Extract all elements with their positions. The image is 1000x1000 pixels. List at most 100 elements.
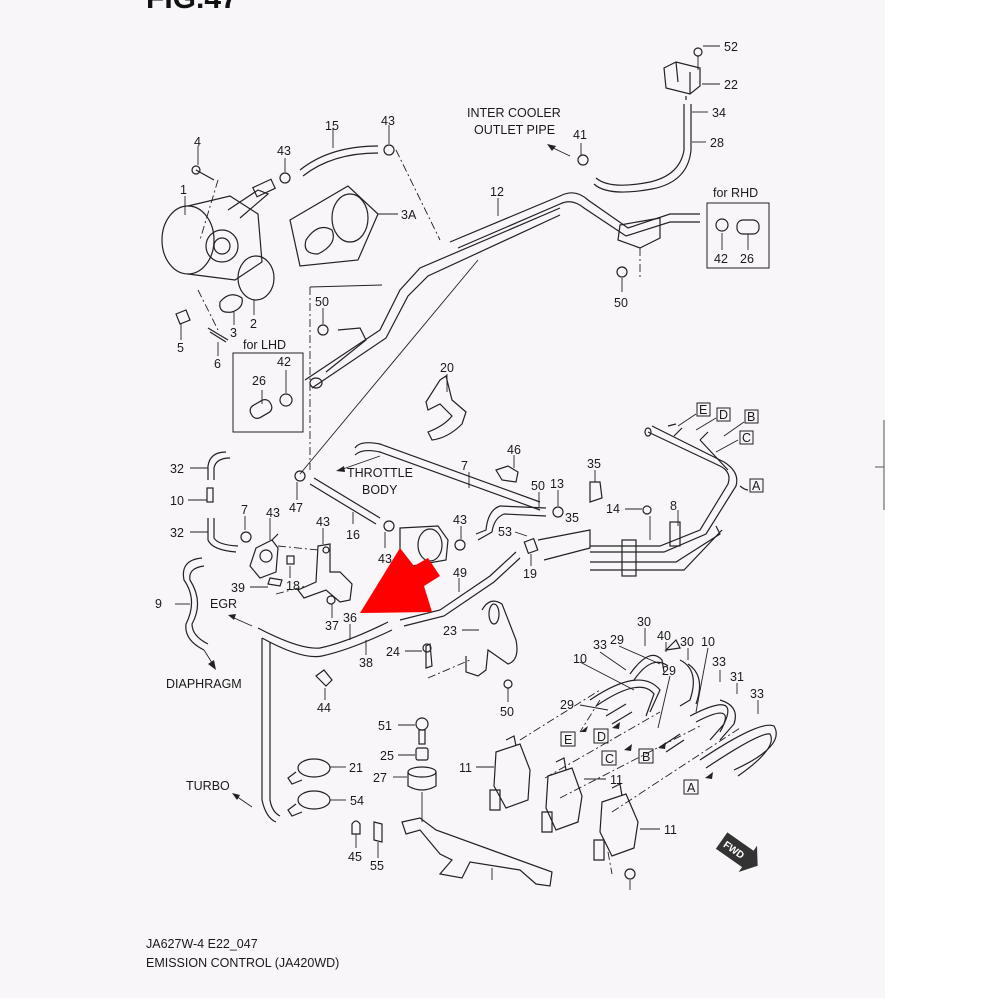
callout-33-mid: 33 xyxy=(712,655,726,669)
hose-39 xyxy=(309,483,377,525)
clamp-42-rhd xyxy=(715,218,729,232)
bolt-50-top xyxy=(616,266,628,278)
callout-26-rhd: 26 xyxy=(740,252,754,266)
callout-3A: 3A xyxy=(401,208,417,222)
callout-53: 39 xyxy=(231,581,245,595)
note-throttle-body: BODY xyxy=(362,483,398,497)
callout-43-16: 13 xyxy=(550,477,564,491)
clip-55 xyxy=(373,821,383,843)
tag-bottom-A: A xyxy=(687,781,696,795)
callout-30-upper: 30 xyxy=(637,615,651,629)
nut-5 xyxy=(175,309,191,325)
note-outlet-pipe: OUTLET PIPE xyxy=(474,123,555,137)
clamp-21 xyxy=(287,758,331,785)
callout-6: 6 xyxy=(214,357,221,371)
hose-38 xyxy=(257,621,389,649)
grommet-27 xyxy=(407,766,437,791)
callout-5: 5 xyxy=(177,341,184,355)
clamp-43-16 xyxy=(552,506,564,518)
hose-19 xyxy=(182,557,205,651)
callout-44: 44 xyxy=(317,701,331,715)
callout-50-bracket: 50 xyxy=(500,705,514,719)
for-lhd-box xyxy=(232,352,304,433)
callout-25: 25 xyxy=(380,749,394,763)
nut-49 xyxy=(326,595,336,605)
callout-37: 7 xyxy=(461,459,468,473)
for-rhd-box xyxy=(706,202,770,269)
callout-1: 1 xyxy=(180,183,187,197)
callout-47: 46 xyxy=(507,443,521,457)
connector-10-left xyxy=(206,487,214,503)
clamp-41 xyxy=(577,154,589,166)
bolt-50-bracket xyxy=(503,679,513,689)
bracket-18 xyxy=(297,543,353,603)
clip-46 xyxy=(589,481,603,503)
bracket-17 xyxy=(401,817,553,887)
vacuum-pipe-12-left xyxy=(304,207,561,381)
note-inter-cooler: INTER COOLER xyxy=(467,106,561,120)
note-for-rhd: for RHD xyxy=(713,186,758,200)
callout-51: 51 xyxy=(378,719,392,733)
gasket-3A-ring xyxy=(331,193,369,243)
stud-6 xyxy=(207,327,229,341)
clamp-43-pump xyxy=(279,172,291,184)
bolt-4 xyxy=(195,169,215,181)
collar-25 xyxy=(415,747,429,761)
callout-20: 20 xyxy=(440,361,454,375)
callout-10-mid: 10 xyxy=(573,652,587,666)
tag-top-E: E xyxy=(699,403,707,417)
callout-32-upper: 32 xyxy=(170,462,184,476)
callout-10-right: 10 xyxy=(701,635,715,649)
callout-33-upper: 33 xyxy=(593,638,607,652)
vacuum-pipe-12-left-edge xyxy=(311,214,561,389)
callout-33-lower: 33 xyxy=(750,687,764,701)
callout-35-lower: 19 xyxy=(523,567,537,581)
bolt-50-left xyxy=(317,324,329,336)
callout-49: 37 xyxy=(325,619,339,633)
pipe-bracket xyxy=(617,217,661,249)
callout-52: 52 xyxy=(724,40,738,54)
figure-caption: EMISSION CONTROL (JA420WD) xyxy=(146,956,339,970)
vacuum-pipe-12 xyxy=(449,192,700,243)
callout-7-vsv: 43 xyxy=(266,506,280,520)
callout-3: 3 xyxy=(230,326,237,340)
bolt-48 xyxy=(624,868,636,880)
fwd-direction-badge: FWD xyxy=(715,832,758,872)
tag-bottom-D: D xyxy=(597,730,606,744)
callout-43-top: 43 xyxy=(381,114,395,128)
tag-top-D: D xyxy=(719,408,728,422)
callout-2: 2 xyxy=(250,317,257,331)
note-turbo: TURBO xyxy=(186,779,230,793)
callout-43-egr: 43 xyxy=(453,513,467,527)
callout-14: 49 xyxy=(453,566,467,580)
hose-14 xyxy=(399,551,517,621)
callout-43-pump: 43 xyxy=(277,144,291,158)
clip-44 xyxy=(315,669,333,687)
callout-55: 55 xyxy=(370,859,384,873)
note-for-lhd: for LHD xyxy=(243,338,286,352)
callout-13: 8 xyxy=(670,499,677,513)
vsv-valve-7 xyxy=(249,533,279,579)
callout-12: 12 xyxy=(490,185,504,199)
o-ring-2 xyxy=(237,255,275,301)
callout-32-lower: 32 xyxy=(170,526,184,540)
callout-4: 4 xyxy=(194,135,201,149)
hose-32-lower xyxy=(207,518,237,553)
callout-34: 34 xyxy=(712,106,726,120)
clamp-42-lhd xyxy=(279,393,293,407)
grommet-8 xyxy=(286,555,295,565)
arrowhead-egr xyxy=(228,614,236,620)
arrowhead-inter-cooler xyxy=(547,144,556,151)
hose-15-edge xyxy=(302,152,379,177)
gasket-3 xyxy=(219,294,243,313)
callout-31: 31 xyxy=(730,670,744,684)
note-throttle: THROTTLE xyxy=(347,466,413,480)
bolt-51 xyxy=(415,717,429,745)
bolt-9 xyxy=(240,531,252,543)
callout-18: 43 xyxy=(316,515,330,529)
figure-code: JA627W-4 E22_047 xyxy=(146,937,258,951)
hose-clip-20 xyxy=(425,375,467,441)
vsv-valves-11 xyxy=(489,735,639,861)
clamp-43-throttle-left xyxy=(294,470,306,482)
